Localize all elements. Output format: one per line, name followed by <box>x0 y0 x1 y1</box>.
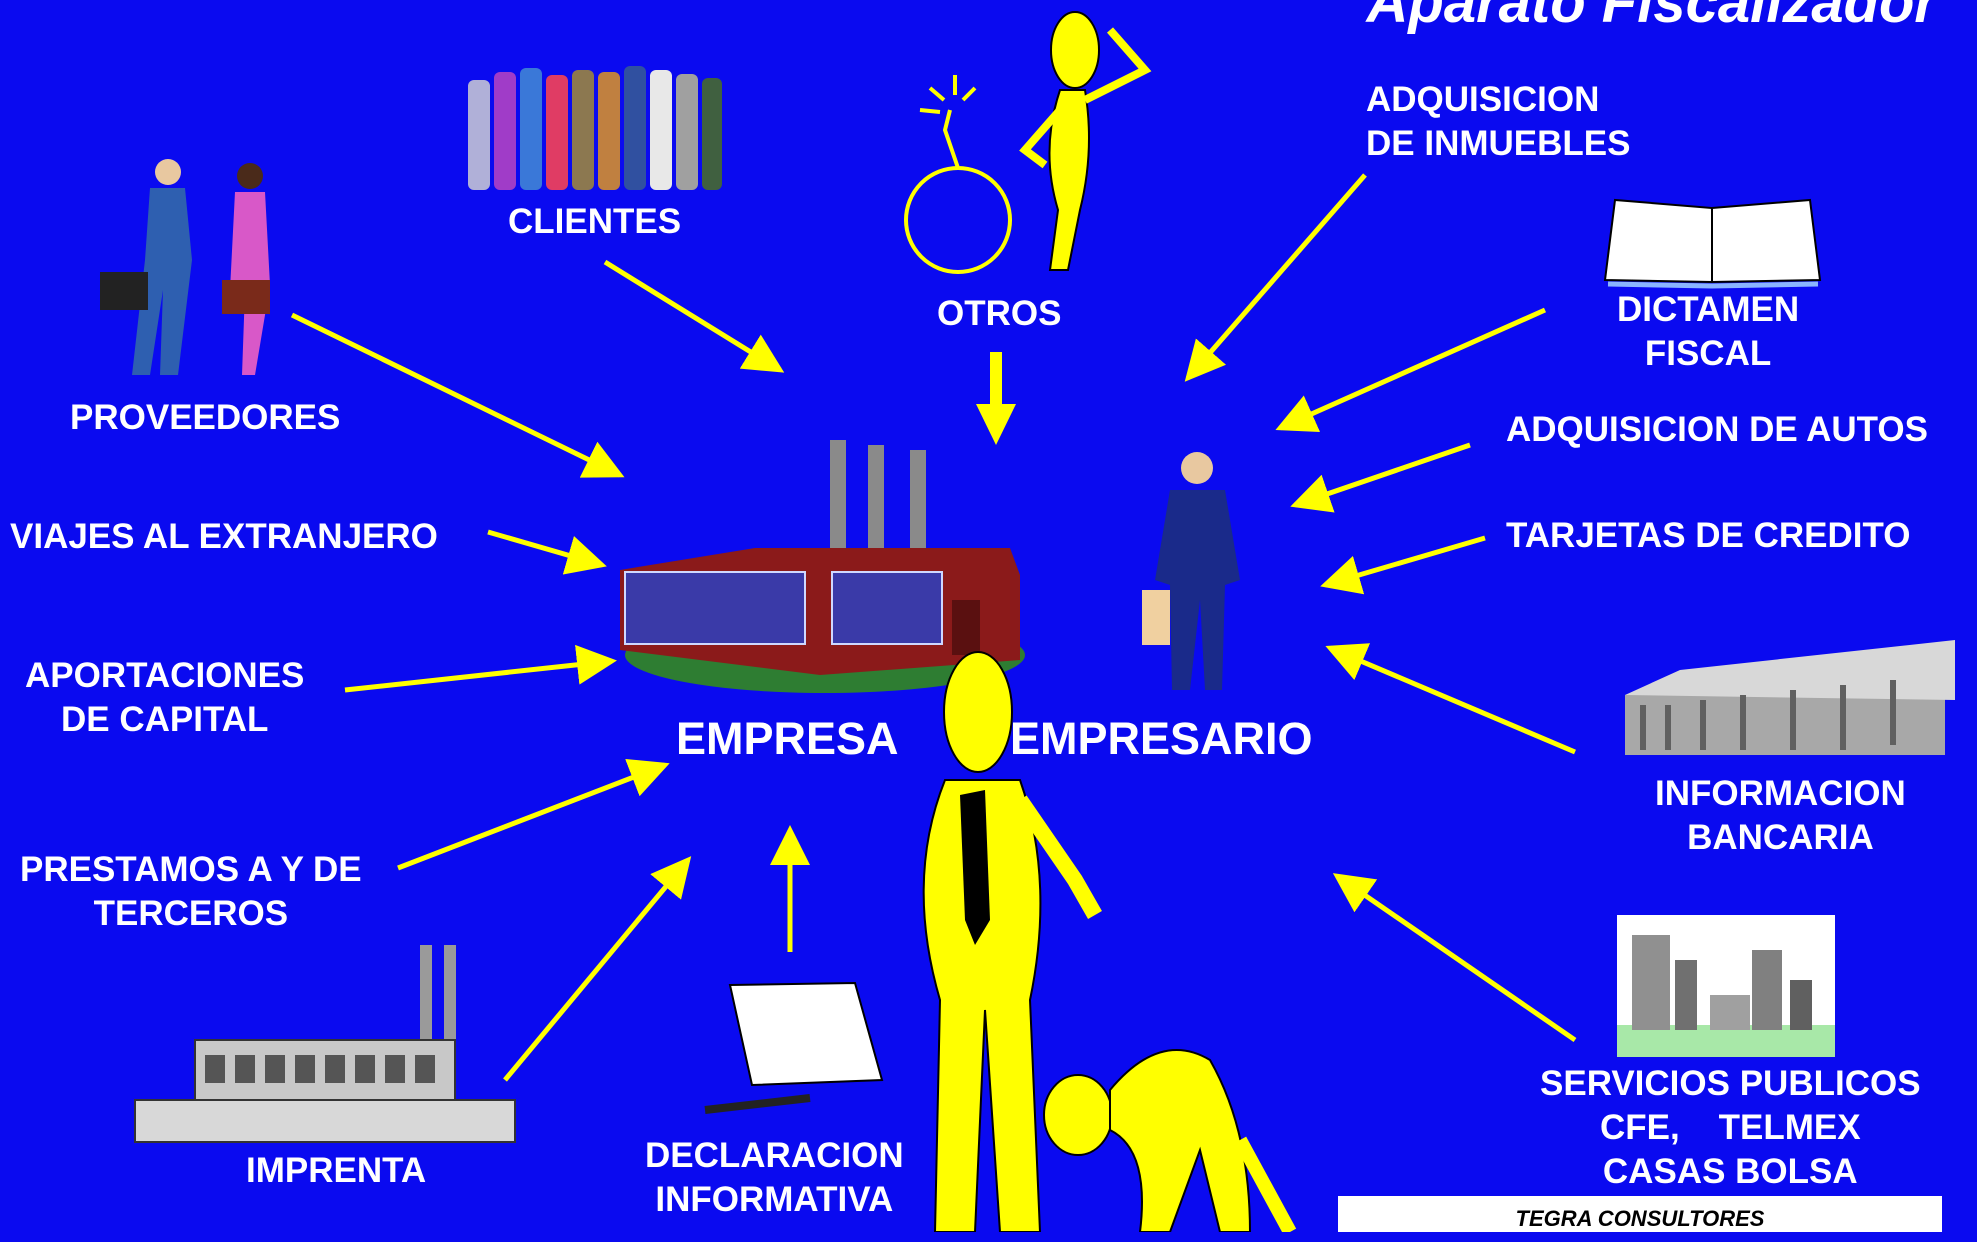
book-icon <box>1603 198 1822 289</box>
kneeling-figure-icon <box>1043 1049 1297 1232</box>
factory-icon <box>620 440 1025 693</box>
printing-factory-icon <box>134 945 516 1143</box>
arrow-clientes <box>603 259 785 373</box>
thinking-figure-icon <box>1019 11 1152 271</box>
arrow-servicios <box>1332 873 1577 1043</box>
bank-building-icon <box>1625 640 1955 755</box>
label-tarjetas: TARJETAS DE CREDITO <box>1506 516 1911 555</box>
auditor-figure-icon <box>922 651 1102 1232</box>
crowd-icon <box>468 66 722 190</box>
arrow-bancaria <box>1325 643 1576 755</box>
arrow-viajes <box>487 529 607 575</box>
handshake-icon <box>100 159 270 375</box>
arrow-dictamen <box>1275 307 1547 433</box>
bomb-icon <box>904 75 1012 274</box>
label-clientes: CLIENTES <box>508 202 682 241</box>
empresario-label: EMPRESARIO <box>1010 713 1313 764</box>
arrow-otros <box>976 352 1016 445</box>
arrow-autos <box>1290 442 1471 513</box>
arrow-tarjetas <box>1320 535 1486 595</box>
empresa-label: EMPRESA <box>676 713 899 764</box>
arrow-aportaciones <box>344 644 617 693</box>
footer-credit: TEGRA CONSULTORES <box>1338 1196 1942 1232</box>
arrow-imprenta <box>503 856 692 1082</box>
businessman-icon <box>1142 452 1240 690</box>
arrow-prestamos <box>397 758 670 871</box>
city-icon <box>1617 915 1835 1057</box>
label-imprenta: IMPRENTA <box>246 1151 427 1190</box>
label-proveedores: PROVEEDORES <box>70 398 341 437</box>
label-viajes: VIAJES AL EXTRANJERO <box>10 517 438 556</box>
arrow-inmuebles <box>1184 173 1367 382</box>
page-title: Aparato Fiscalizador <box>1366 0 1937 35</box>
label-otros: OTROS <box>937 294 1062 333</box>
label-autos: ADQUISICION DE AUTOS <box>1506 410 1928 449</box>
arrow-proveedores <box>290 312 625 478</box>
notepad-icon <box>704 981 884 1114</box>
arrows <box>290 173 1577 1082</box>
